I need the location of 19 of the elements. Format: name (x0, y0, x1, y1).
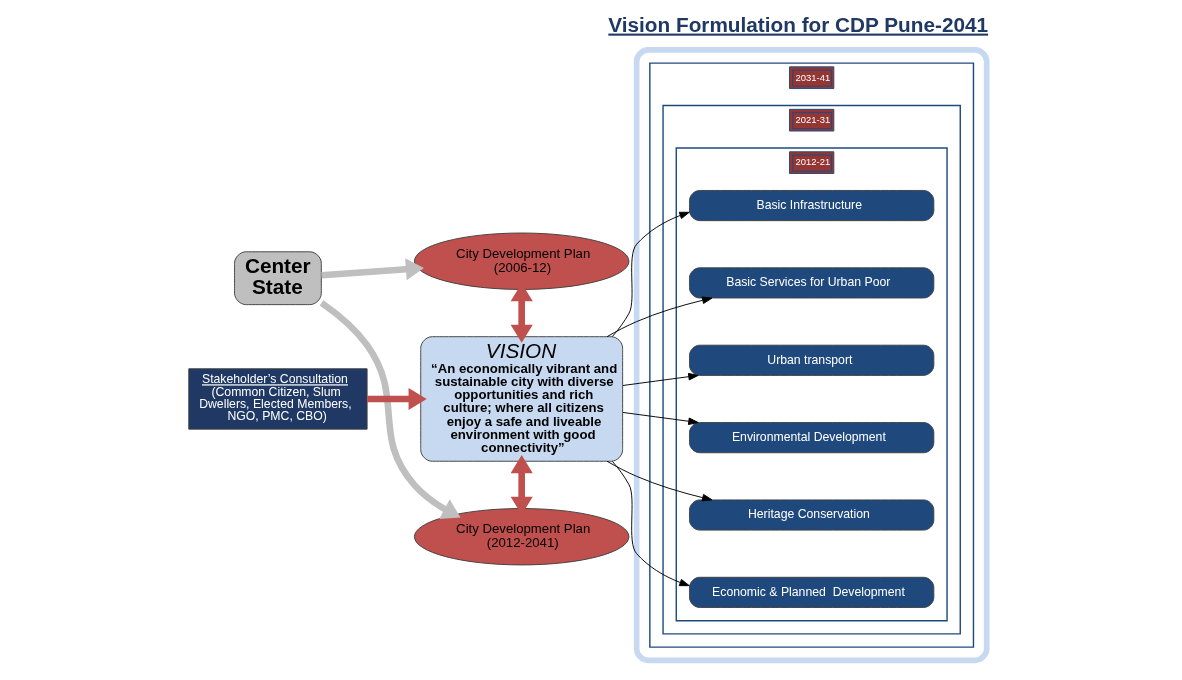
node-box: Environmental Development (688, 422, 934, 454)
node-ellipse: City Development Plan (2012-2041) (413, 508, 629, 566)
diagram-title: Vision Formulation for CDP Pune-2041 (607, 12, 988, 36)
arrow (606, 460, 712, 502)
node-box: Basic Services for Urban Poor (688, 267, 934, 299)
node-box: VISION “An economically vibrant and sustainable city with diverse opportunities and rich culture; where all citizens enjoy a safe and liveable environment with good connectivity” (419, 336, 623, 462)
node-ellipse: City Development Plan (2006-12) (413, 232, 629, 290)
node-box: Urban transport (688, 344, 934, 376)
node-box: Basic Infrastructure (688, 190, 934, 222)
arrow (606, 296, 712, 338)
arrow (319, 300, 460, 519)
node-box: Stakeholder’s Consultation (Common Citizen, Slum Dwellers, Elected Members, NGO, PMC, CBO) (187, 368, 368, 430)
node-box: Heritage Conservation (688, 499, 934, 531)
arrow (366, 387, 427, 411)
node-box: Economic & Planned Development (688, 576, 934, 608)
arrow (611, 460, 690, 587)
arrow (320, 258, 424, 281)
node-box: Center State (233, 251, 322, 306)
arrow (611, 211, 690, 337)
